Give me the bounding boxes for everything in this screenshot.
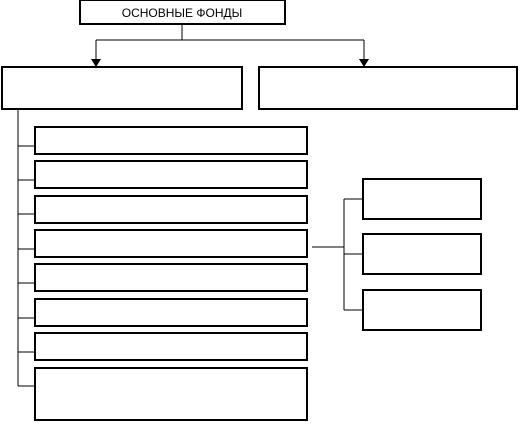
right-child-box [362, 233, 482, 275]
level1-left-box [1, 66, 243, 110]
left-child-box [34, 160, 308, 189]
left-children [34, 126, 308, 421]
level1-left-node [1, 66, 243, 110]
left-child-box [34, 332, 308, 361]
root-connector [91, 24, 369, 67]
right-child-box [362, 289, 482, 331]
root-node: ОСНОВНЫЕ ФОНДЫ [79, 0, 286, 25]
right-children [362, 178, 482, 331]
level1-right-box [258, 66, 518, 110]
root-box [79, 0, 286, 25]
left-bracket [17, 109, 35, 387]
root-label: ОСНОВНЫЕ ФОНДЫ [122, 6, 243, 20]
left-child-box [34, 126, 308, 155]
left-child-box [34, 367, 308, 421]
right-bracket [312, 198, 363, 311]
left-child-box [34, 263, 308, 292]
left-child-box [34, 229, 308, 258]
arrow-left-icon [91, 59, 101, 67]
right-child-box [362, 178, 482, 220]
arrow-right-icon [359, 59, 369, 67]
left-child-box [34, 195, 308, 224]
left-child-box [34, 298, 308, 327]
level1-right-node [258, 66, 518, 110]
